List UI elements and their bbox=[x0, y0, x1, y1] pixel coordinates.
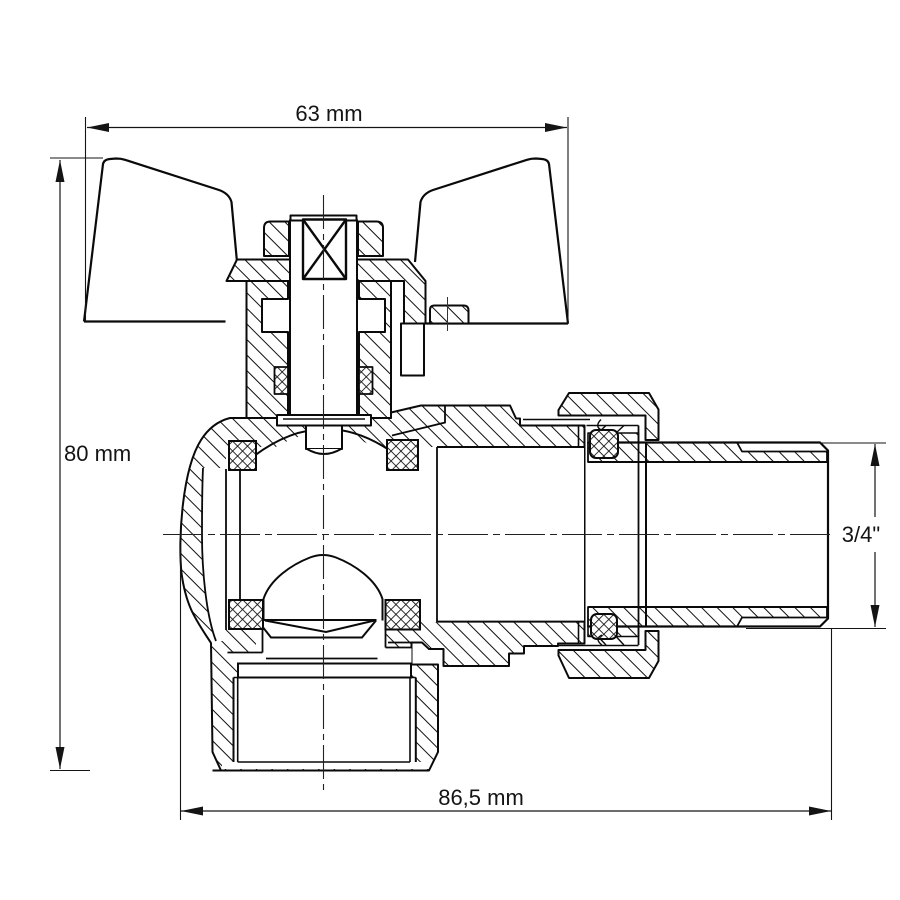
seat-top-right bbox=[386, 439, 419, 471]
dimension-arrowhead bbox=[87, 123, 109, 132]
ball-bore-vee bbox=[264, 619, 375, 634]
handle bbox=[82, 157, 570, 325]
dimension-arrowhead bbox=[55, 747, 65, 769]
cavity-dome-channel bbox=[202, 468, 226, 641]
union-nut-bottom bbox=[557, 630, 660, 679]
union-oring-top bbox=[589, 429, 619, 459]
boss-groove-line bbox=[391, 405, 446, 437]
stem-square bbox=[301, 218, 348, 281]
seat-bottom-right bbox=[384, 599, 421, 631]
cavity-mid bbox=[256, 620, 386, 664]
dim-label-3-4: 3/4" bbox=[842, 522, 880, 547]
dimension-arrowhead bbox=[870, 605, 880, 627]
dimension-overall-height: 80 mm bbox=[50, 157, 131, 772]
handle-left-wing bbox=[82, 157, 239, 322]
hub-flange-left bbox=[225, 258, 291, 282]
ball-seats bbox=[228, 439, 421, 631]
dimension-arrowhead bbox=[545, 123, 567, 132]
dimensions: 63 mm 80 mm 3/4" 86,5 mm bbox=[50, 101, 886, 820]
dimension-handle-width: 63 mm bbox=[84, 101, 569, 324]
section-line bbox=[302, 218, 347, 280]
dim-label-80mm: 80 mm bbox=[64, 441, 131, 466]
handle-left-wing-fill bbox=[84, 158, 237, 322]
stem-seal-right bbox=[358, 366, 374, 395]
union-nut-top bbox=[557, 392, 660, 441]
section-path bbox=[597, 419, 603, 432]
dimension-arrowhead bbox=[55, 160, 65, 182]
dim-label-63mm: 63 mm bbox=[295, 101, 362, 126]
handle-right-wing-fill bbox=[415, 158, 568, 324]
body-interior-lines bbox=[201, 405, 585, 772]
section-path bbox=[597, 634, 603, 646]
cavity-port-lip bbox=[222, 762, 428, 769]
seat-top-left bbox=[228, 440, 257, 471]
stem-seal-left bbox=[273, 366, 289, 395]
handle-stop-tab bbox=[429, 304, 470, 325]
dimension-arrowhead bbox=[809, 806, 831, 816]
union-oring-bottom bbox=[590, 613, 618, 640]
section-rect bbox=[237, 662, 412, 679]
relief-right bbox=[386, 648, 412, 664]
relief-left bbox=[233, 652, 263, 664]
handle-right-wing bbox=[413, 157, 570, 324]
seat-bottom-left bbox=[228, 599, 264, 630]
dimension-arrowhead bbox=[870, 444, 880, 466]
lower-seat-groove bbox=[257, 619, 377, 639]
dimension-thread-size: 3/4" bbox=[746, 442, 886, 630]
cavity-port-bore bbox=[233, 677, 416, 762]
centerlines bbox=[163, 195, 830, 790]
dimension-arrowhead bbox=[181, 806, 203, 816]
gland-nut-right bbox=[357, 220, 384, 257]
gland-nut-left bbox=[263, 220, 290, 257]
section-path bbox=[201, 467, 217, 642]
dim-label-86-5mm: 86,5 mm bbox=[438, 785, 524, 810]
dimension-overall-length: 86,5 mm bbox=[179, 545, 833, 820]
handle-lock-tab bbox=[400, 322, 425, 377]
section-line bbox=[615, 636, 625, 646]
